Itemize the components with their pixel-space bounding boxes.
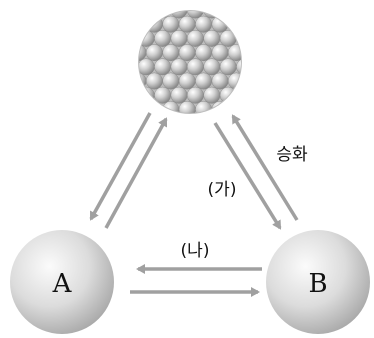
particle <box>170 29 188 47</box>
arrow-solid-to-b <box>213 122 282 230</box>
particle <box>203 86 221 104</box>
particle <box>139 29 155 47</box>
particle <box>195 15 213 33</box>
particle <box>211 72 229 90</box>
particle <box>178 72 196 90</box>
arrow-solid-to-a <box>89 112 152 221</box>
packed-particles <box>139 11 241 113</box>
particle <box>195 72 213 90</box>
label-sublimation: 승화 <box>276 145 308 165</box>
particle <box>139 72 147 90</box>
particle <box>236 58 241 76</box>
particle <box>211 44 229 62</box>
particle <box>154 58 172 76</box>
particle <box>178 100 196 113</box>
particle <box>178 15 196 33</box>
particle <box>186 11 204 19</box>
sphere-a <box>10 230 114 334</box>
label-ga: (가) <box>208 180 237 200</box>
node-a: A <box>10 230 114 334</box>
particle <box>219 29 237 47</box>
particle <box>203 29 221 47</box>
particle <box>186 29 204 47</box>
particle <box>178 44 196 62</box>
particle <box>186 86 204 104</box>
particle <box>227 44 241 62</box>
particle <box>145 44 163 62</box>
solid-node <box>138 10 242 114</box>
arrow-b-to-solid <box>231 114 299 221</box>
node-b: B <box>266 230 370 334</box>
particle <box>236 29 241 47</box>
particle <box>195 44 213 62</box>
particle <box>139 58 155 76</box>
node-a-label: A <box>52 269 73 299</box>
particle <box>139 44 147 62</box>
label-na: (나) <box>181 241 210 261</box>
particle <box>186 58 204 76</box>
particle <box>162 44 180 62</box>
node-b-label: B <box>308 269 327 299</box>
particle <box>154 29 172 47</box>
particle <box>211 15 229 33</box>
particle <box>227 72 241 90</box>
particle <box>145 72 163 90</box>
particle <box>170 86 188 104</box>
particle <box>162 72 180 90</box>
particle <box>170 58 188 76</box>
particle <box>170 11 188 19</box>
arrow-a-to-solid <box>104 117 168 229</box>
particle <box>219 58 237 76</box>
particle <box>162 15 180 33</box>
sphere-b <box>266 230 370 334</box>
particle <box>203 58 221 76</box>
